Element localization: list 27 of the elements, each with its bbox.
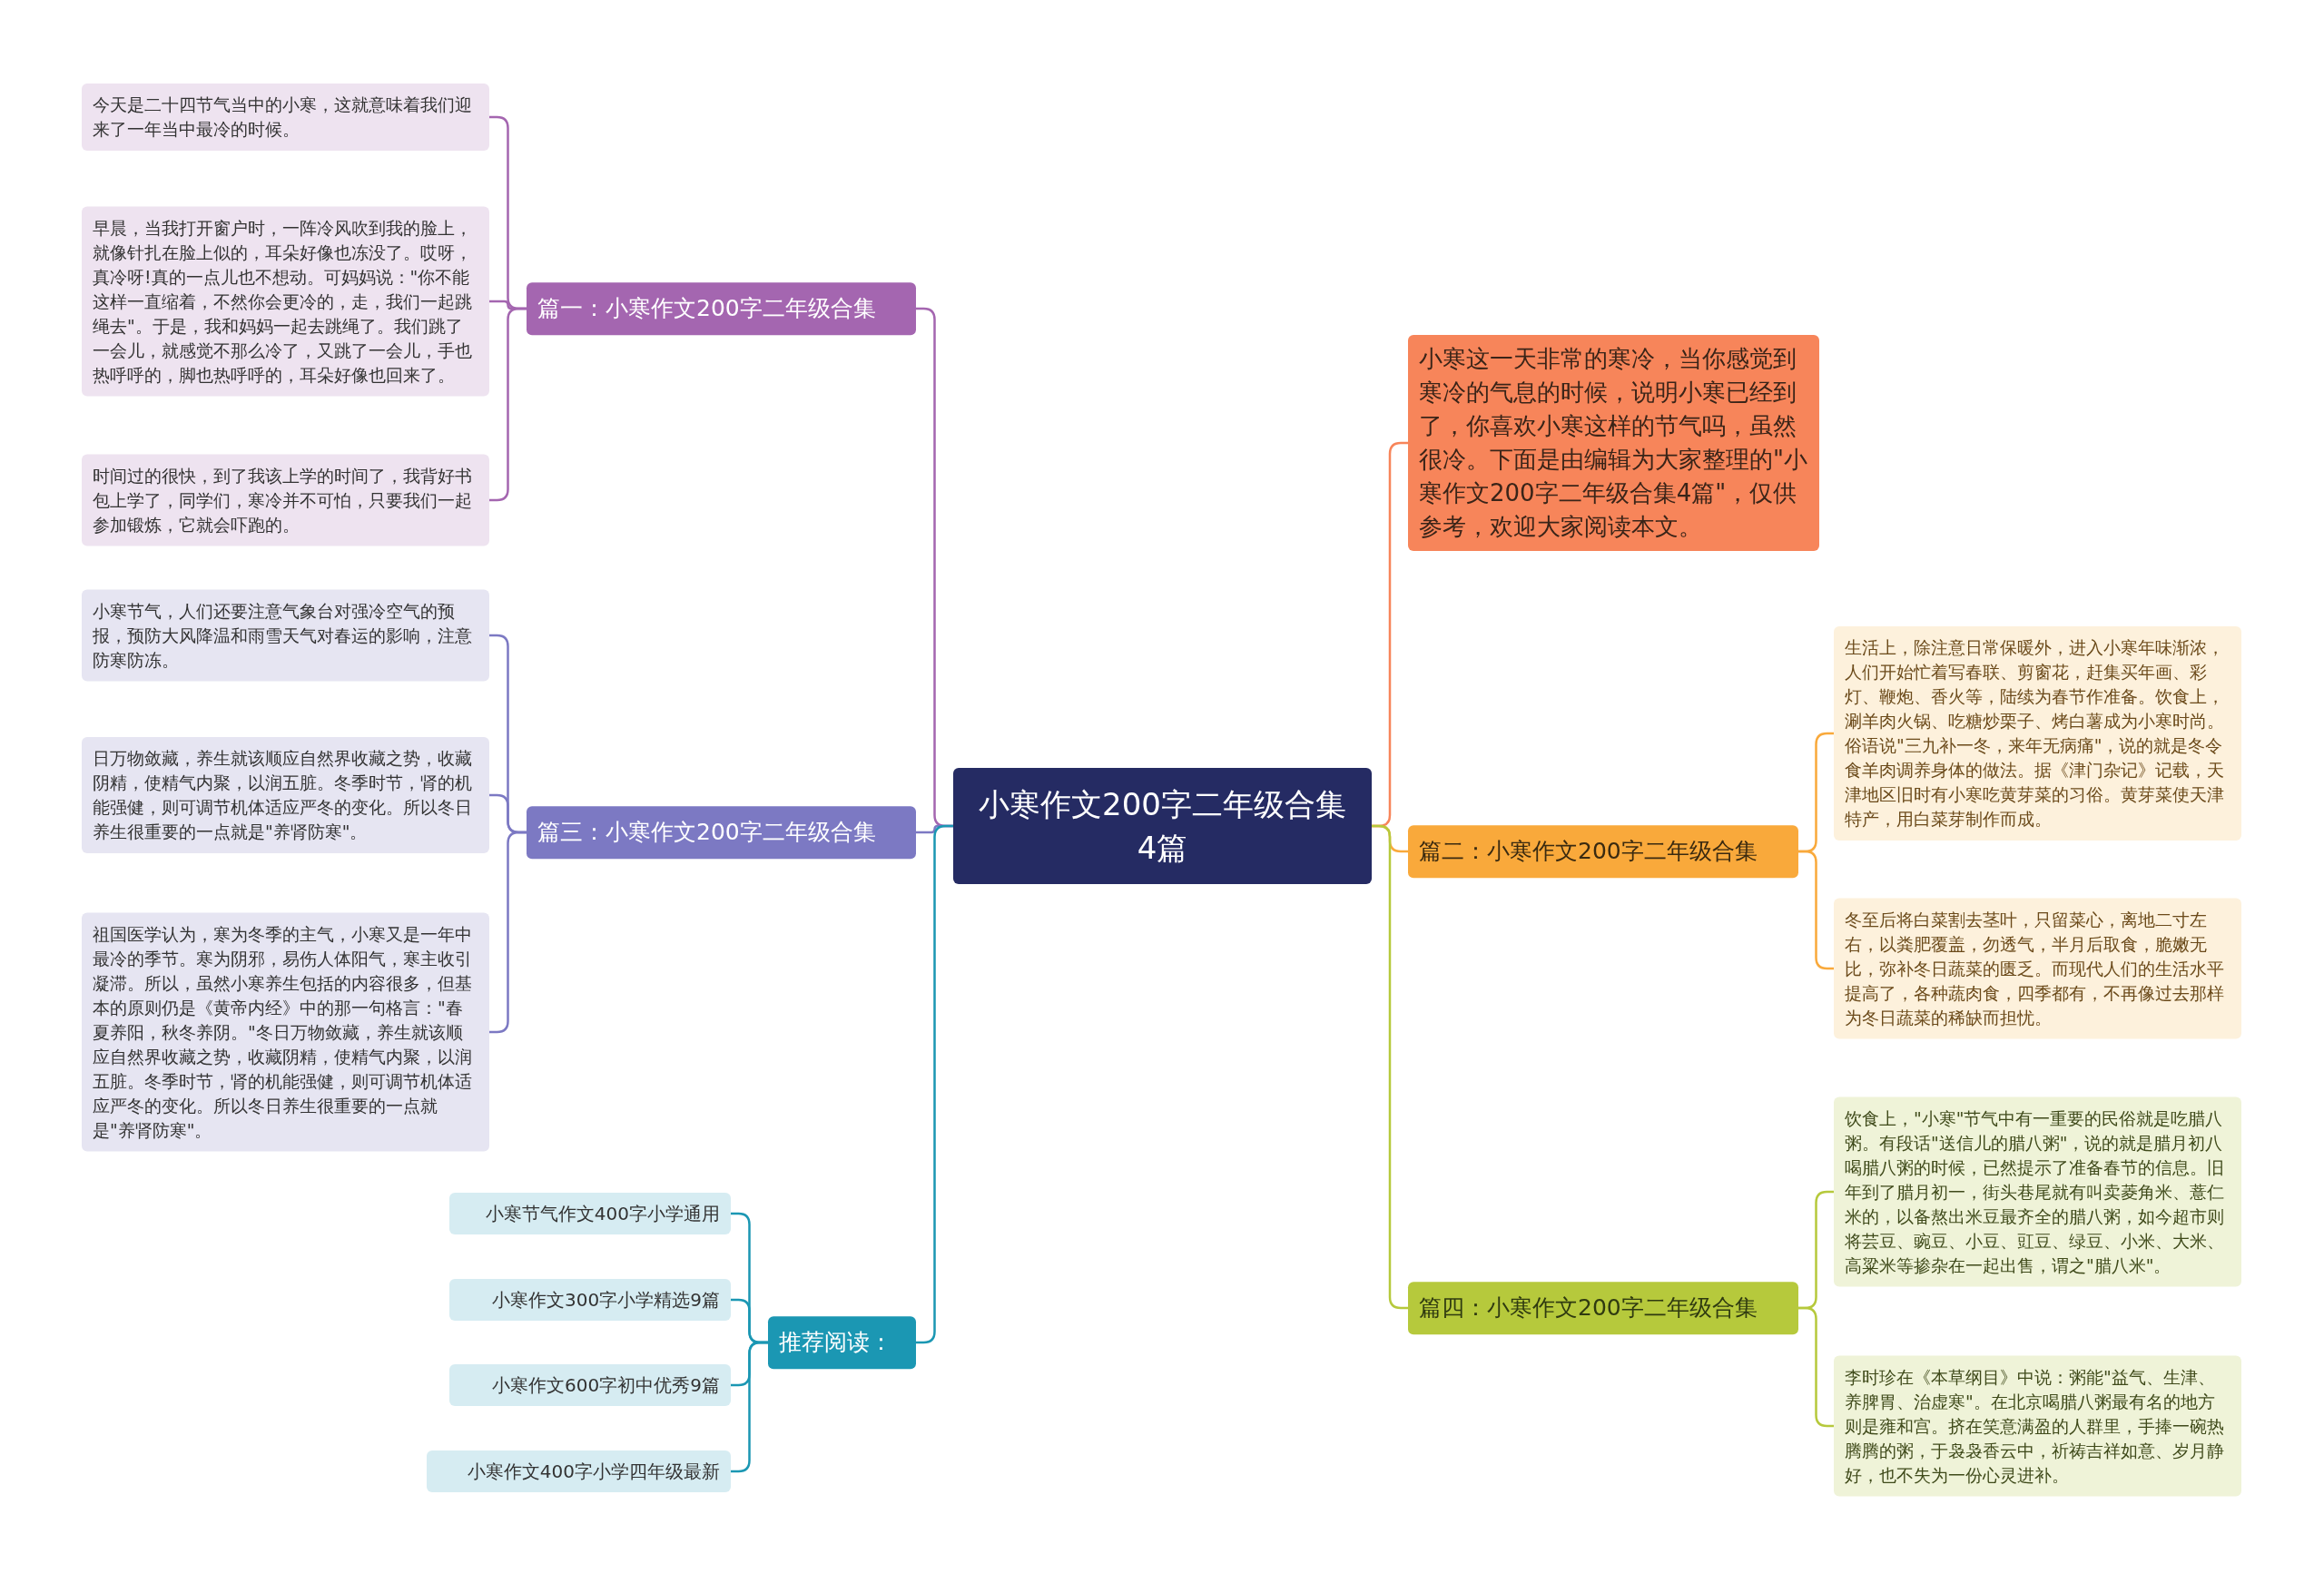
link-card: 小寒节气作文400字小学通用 <box>449 1193 731 1234</box>
text-card: 李时珍在《本草纲目》中说：粥能"益气、生津、养脾胃、治虚寒"。在北京喝腊八粥最有名的地方则是雍和宫。挤在笑意满盈的人群里，手捧一碗热腾腾的粥，于袅袅香云中，祈祷吉祥如意、岁月静好，也不失为一份心灵进补。 <box>1834 1355 2241 1497</box>
text-card: 饮食上，"小寒"节气中有一重要的民俗就是吃腊八粥。有段话"送信儿的腊八粥"，说的就是腊月初八喝腊八粥的时候，已然提示了准备春节的信息。旧年到了腊月初一，街头巷尾就有叫卖菱角米、薏仁米的，以备熬出米豆最齐全的腊八粥，如今超市则将芸豆、豌豆、小豆、豇豆、绿豆、小米、大米、高粱米等掺杂在一起出售，谓之"腊八米"。 <box>1834 1096 2241 1287</box>
link-card: 小寒作文300字小学精选9篇 <box>449 1279 731 1321</box>
text-card: 生活上，除注意日常保暖外，进入小寒年味渐浓，人们开始忙着写春联、剪窗花，赶集买年画、彩灯、鞭炮、香火等，陆续为春节作准备。饮食上，涮羊肉火锅、吃糖炒栗子、烤白薯成为小寒时尚。俗语说"三九补一冬，来年无病痛"，说的就是冬令食羊肉调养身体的做法。据《津门杂记》记载，天津地区旧时有小寒吃黄芽菜的习俗。黄芽菜使天津特产，用白菜芽制作而成。 <box>1834 626 2241 841</box>
connector-line <box>731 1341 768 1473</box>
connector-line <box>1372 824 1408 1310</box>
link-card: 小寒作文400字小学四年级最新 <box>427 1450 731 1492</box>
text-card: 冬至后将白菜割去茎叶，只留菜心，离地二寸左右，以粪肥覆盖，勿透气，半月后取食，脆嫩无比，弥补冬日蔬菜的匮乏。而现代人们的生活水平提高了，各种蔬肉食，四季都有，不再像过去那样为冬日蔬菜的稀缺而担忧。 <box>1834 898 2241 1039</box>
central-topic: 小寒作文200字二年级合集4篇 <box>953 768 1372 884</box>
text-card: 今天是二十四节气当中的小寒，这就意味着我们迎来了一年当中最冷的时候。 <box>82 84 489 151</box>
connector-line <box>1798 1306 1834 1428</box>
link-card: 小寒作文600字初中优秀9篇 <box>449 1364 731 1406</box>
connector-line <box>489 307 527 502</box>
branch-topic: 篇二：小寒作文200字二年级合集 <box>1408 825 1798 878</box>
intro-card: 小寒这一天非常的寒冷，当你感觉到寒冷的气息的时候，说明小寒已经到了，你喜欢小寒这样的节气吗，虽然很冷。下面是由编辑为大家整理的"小寒作文200字二年级合集4篇"，仅供参考，欢迎大家阅读本文。 <box>1408 335 1819 551</box>
text-card: 祖国医学认为，寒为冬季的主气，小寒又是一年中最冷的季节。寒为阴邪，易伤人体阳气，寒主收引凝滞。所以，虽然小寒养生包括的内容很多，但基本的原则仍是《黄帝内经》中的那一句格言："春夏养阳，秋冬养阴。"冬日万物敛藏，养生就该顺应自然界收藏之势，收藏阴精，使精气内聚，以润五脏。冬季时节，肾的机能强健，则可调节机体适应严冬的变化。所以冬日养生很重要的一点就是"养肾防寒"。 <box>82 912 489 1152</box>
text-card: 小寒节气，人们还要注意气象台对强冷空气的预报，预防大风降温和雨雪天气对春运的影响，注意防寒防冻。 <box>82 589 489 682</box>
text-card: 日万物敛藏，养生就该顺应自然界收藏之势，收藏阴精，使精气内聚，以润五脏。冬季时节，肾的机能强健，则可调节机体适应严冬的变化。所以冬日养生很重要的一点就是"养肾防寒"。 <box>82 737 489 853</box>
connector-line <box>489 831 527 1034</box>
branch-topic: 推荐阅读： <box>768 1316 916 1369</box>
branch-topic: 篇四：小寒作文200字二年级合集 <box>1408 1282 1798 1334</box>
branch-topic: 篇一：小寒作文200字二年级合集 <box>527 282 916 335</box>
text-card: 时间过的很快，到了我该上学的时间了，我背好书包上学了，同学们，寒冷并不可怕，只要我们一起参加锻炼，它就会吓跑的。 <box>82 454 489 546</box>
branch-topic: 篇三：小寒作文200字二年级合集 <box>527 806 916 859</box>
connector-line <box>1798 850 1834 970</box>
text-card: 早晨，当我打开窗户时，一阵冷风吹到我的脸上，就像针扎在脸上似的，耳朵好像也冻没了。哎呀，真冷呀!真的一点儿也不想动。可妈妈说："你不能这样一直缩着，不然你会更冷的，走，我们一起跳绳去"。于是，我和妈妈一起去跳绳了。我们跳了一会儿，就感觉不那么冷了，又跳了一会儿，手也热呼呼的，脚也热呼呼的，耳朵好像也回来了。 <box>82 206 489 397</box>
